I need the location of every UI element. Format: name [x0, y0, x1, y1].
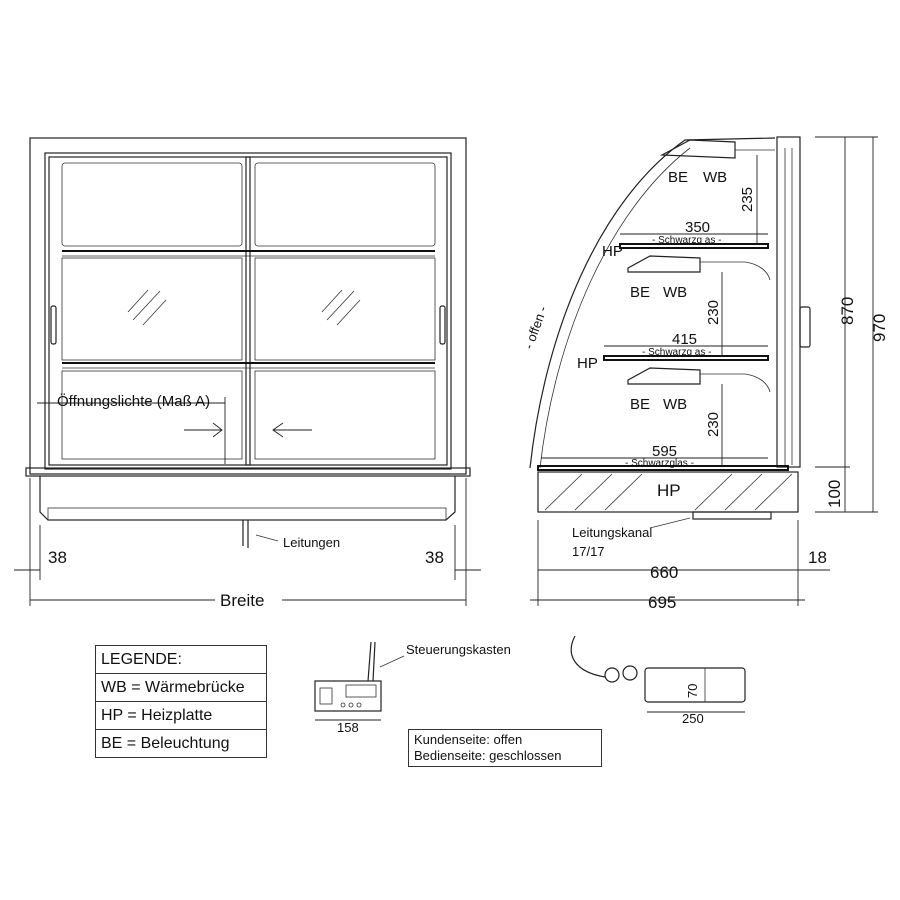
opening-label: Öffnungslichte (Maß A)	[57, 392, 210, 410]
front-view	[14, 137, 481, 606]
dim-100: 100	[825, 480, 844, 508]
shelf-2-light	[627, 367, 701, 385]
dim-18: 18	[808, 548, 827, 567]
base-glass-label: - Schwarzglas -	[625, 458, 694, 469]
side-notes: Kundenseite: offen Bedienseite: geschlos…	[408, 729, 602, 767]
power-unit-box	[644, 667, 746, 703]
top-wb-label: WB	[703, 169, 727, 186]
power-unit-width: 250	[682, 711, 704, 726]
top-light-unit	[659, 139, 736, 159]
dim-right-38: 38	[425, 548, 444, 567]
curved-front-glass	[529, 137, 776, 469]
dim-660: 660	[650, 563, 678, 582]
channel-label: Leitungskanal	[572, 525, 652, 540]
shelf-1-hp: HP	[602, 243, 623, 260]
control-box-dim: 158	[337, 720, 359, 735]
cable-channel	[692, 511, 772, 520]
shelf-1-glass	[619, 243, 769, 249]
base-hatching	[544, 473, 793, 511]
legend-title: LEGENDE:	[96, 646, 266, 674]
width-label: Breite	[220, 591, 264, 610]
power-unit-drawing	[570, 635, 746, 713]
shelf-1-light	[627, 255, 701, 273]
front-base-rail	[25, 467, 471, 477]
dim-230-lower: 230	[705, 412, 722, 437]
shelf-2-glass-label: - Schwarzg as -	[642, 347, 711, 358]
open-side-label: - offen -	[521, 304, 550, 351]
channel-size: 17/17	[572, 544, 605, 559]
shelf-2-depth: 415	[672, 331, 697, 348]
dim-235: 235	[739, 187, 756, 212]
dim-695: 695	[648, 593, 676, 612]
right-sliding-door	[245, 156, 448, 466]
glass-reflection-right	[321, 289, 361, 326]
shelf-1-glass-label: - Schwarzg as -	[652, 235, 721, 246]
note-operator-side: Bedienseite: geschlossen	[414, 748, 562, 763]
legend-item-hp: HP = Heizplatte	[96, 702, 266, 730]
note-customer-side: Kundenseite: offen	[414, 732, 523, 747]
legend-table: LEGENDE: WB = Wärmebrücke HP = Heizplatt…	[95, 645, 267, 758]
dim-left-38: 38	[48, 548, 67, 567]
control-box-drawing	[314, 641, 405, 721]
shelf-1-be: BE	[630, 284, 650, 301]
left-door-handle	[50, 305, 57, 345]
power-cable	[570, 635, 606, 678]
shelf-1-wb: WB	[663, 284, 687, 301]
left-sliding-door	[48, 156, 251, 466]
cables-label: Leitungen	[283, 535, 340, 550]
dim-870: 870	[838, 297, 857, 325]
shelf-2-be: BE	[630, 396, 650, 413]
top-be-label: BE	[668, 169, 688, 186]
rear-handle	[799, 306, 811, 348]
control-box	[314, 680, 382, 712]
shelf-2-wb: WB	[663, 396, 687, 413]
power-unit-height: 70	[685, 684, 700, 698]
shelf-2-glass	[603, 355, 769, 361]
heating-plate-base	[537, 471, 799, 513]
dim-970: 970	[870, 314, 889, 342]
base-hp: HP	[657, 481, 681, 500]
control-box-label: Steuerungskasten	[406, 642, 511, 657]
shelf-2-hp: HP	[577, 355, 598, 372]
dim-230-upper: 230	[705, 300, 722, 325]
right-door-handle	[439, 305, 446, 345]
base-glass	[537, 465, 789, 471]
front-inner-frame	[44, 152, 452, 470]
legend-item-be: BE = Beleuchtung	[101, 735, 230, 752]
side-view	[529, 136, 878, 606]
shelf-1-depth: 350	[685, 219, 710, 236]
legend-item-wb: WB = Wärmebrücke	[96, 674, 266, 702]
base-depth: 595	[652, 443, 677, 460]
front-outer-frame	[29, 137, 467, 475]
glass-reflection-left	[127, 289, 167, 326]
